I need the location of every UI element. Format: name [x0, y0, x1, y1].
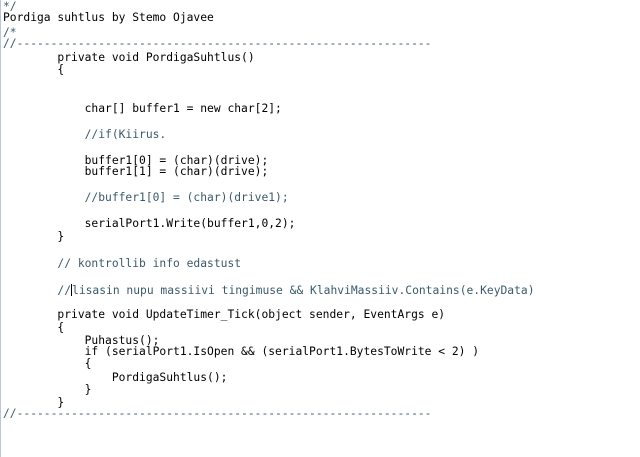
code-line[interactable]: }	[3, 397, 64, 408]
code-line[interactable]: */	[3, 1, 17, 12]
code-line[interactable]: if (serialPort1.IsOpen && (serialPort1.B…	[3, 346, 479, 357]
text-caret	[71, 284, 73, 296]
code-line-text: }	[3, 383, 92, 396]
code-line[interactable]: {	[3, 64, 64, 75]
code-line-text: {	[3, 357, 92, 370]
code-line-text: //if(Kiirus.	[3, 128, 167, 141]
code-line-text: */	[3, 0, 17, 13]
code-line-text: // kontrollib info edastust	[3, 257, 242, 270]
code-line-text: buffer1[0] = (char)(drive);	[3, 154, 269, 167]
code-line-text: //buffer1[0] = (char)(drive1);	[3, 191, 289, 204]
code-line[interactable]: //if(Kiirus.	[3, 128, 167, 141]
code-line[interactable]: PordigaSuhtlus();	[3, 371, 228, 384]
code-line-text: }	[3, 230, 65, 243]
code-line-text: private void UpdateTimer_Tick(object sen…	[3, 308, 446, 321]
code-line[interactable]: }	[3, 231, 64, 242]
code-line-text: private void PordigaSuhtlus()	[3, 51, 255, 64]
code-line[interactable]: }	[3, 383, 92, 396]
code-line[interactable]: char[] buffer1 = new char[2];	[3, 103, 282, 114]
code-line-text: //	[3, 284, 72, 297]
code-line-text: serialPort1.Write(buffer1,0,2);	[3, 217, 296, 230]
code-line[interactable]: Pordiga suhtlus by Stemo Ojavee	[3, 12, 214, 23]
code-line[interactable]: //buffer1[0] = (char)(drive1);	[3, 192, 289, 203]
code-line[interactable]: Puhastus();	[3, 334, 160, 347]
separator-comment-line[interactable]: //--------------------------------------…	[3, 38, 431, 49]
code-line[interactable]: //lisasin nupu massiivi tingimuse && Kla…	[3, 284, 535, 297]
code-line[interactable]: // kontrollib info edastust	[3, 258, 241, 269]
code-line[interactable]: buffer1[0] = (char)(drive);	[3, 154, 269, 167]
code-line-text: lisasin nupu massiivi tingimuse && Klahv…	[72, 284, 535, 297]
code-line[interactable]: private void PordigaSuhtlus()	[3, 51, 255, 64]
code-line-text: Puhastus();	[3, 334, 160, 347]
code-line-text: Pordiga suhtlus by Stemo Ojavee	[3, 11, 214, 24]
code-line[interactable]: private void UpdateTimer_Tick(object sen…	[3, 309, 445, 320]
editor-gutter-border	[0, 0, 1, 457]
code-line[interactable]: serialPort1.Write(buffer1,0,2);	[3, 217, 296, 230]
code-line-text: }	[3, 396, 65, 409]
code-line-text: //--------------------------------------…	[3, 37, 432, 50]
code-line-text: PordigaSuhtlus();	[3, 371, 228, 384]
code-line[interactable]: /*	[3, 27, 17, 38]
separator-comment-line[interactable]: //--------------------------------------…	[3, 408, 431, 419]
code-line-text: /*	[3, 26, 17, 39]
code-line-text: char[] buffer1 = new char[2];	[3, 102, 282, 115]
code-line[interactable]: {	[3, 357, 92, 370]
code-line-text: {	[3, 321, 65, 334]
code-line-text: if (serialPort1.IsOpen && (serialPort1.B…	[3, 345, 480, 358]
code-line-text: buffer1[1] = (char)(drive);	[3, 165, 269, 178]
code-line-text: {	[3, 63, 65, 76]
code-line[interactable]: {	[3, 322, 64, 333]
code-line-text: //--------------------------------------…	[3, 407, 432, 420]
code-line[interactable]: buffer1[1] = (char)(drive);	[3, 165, 269, 178]
